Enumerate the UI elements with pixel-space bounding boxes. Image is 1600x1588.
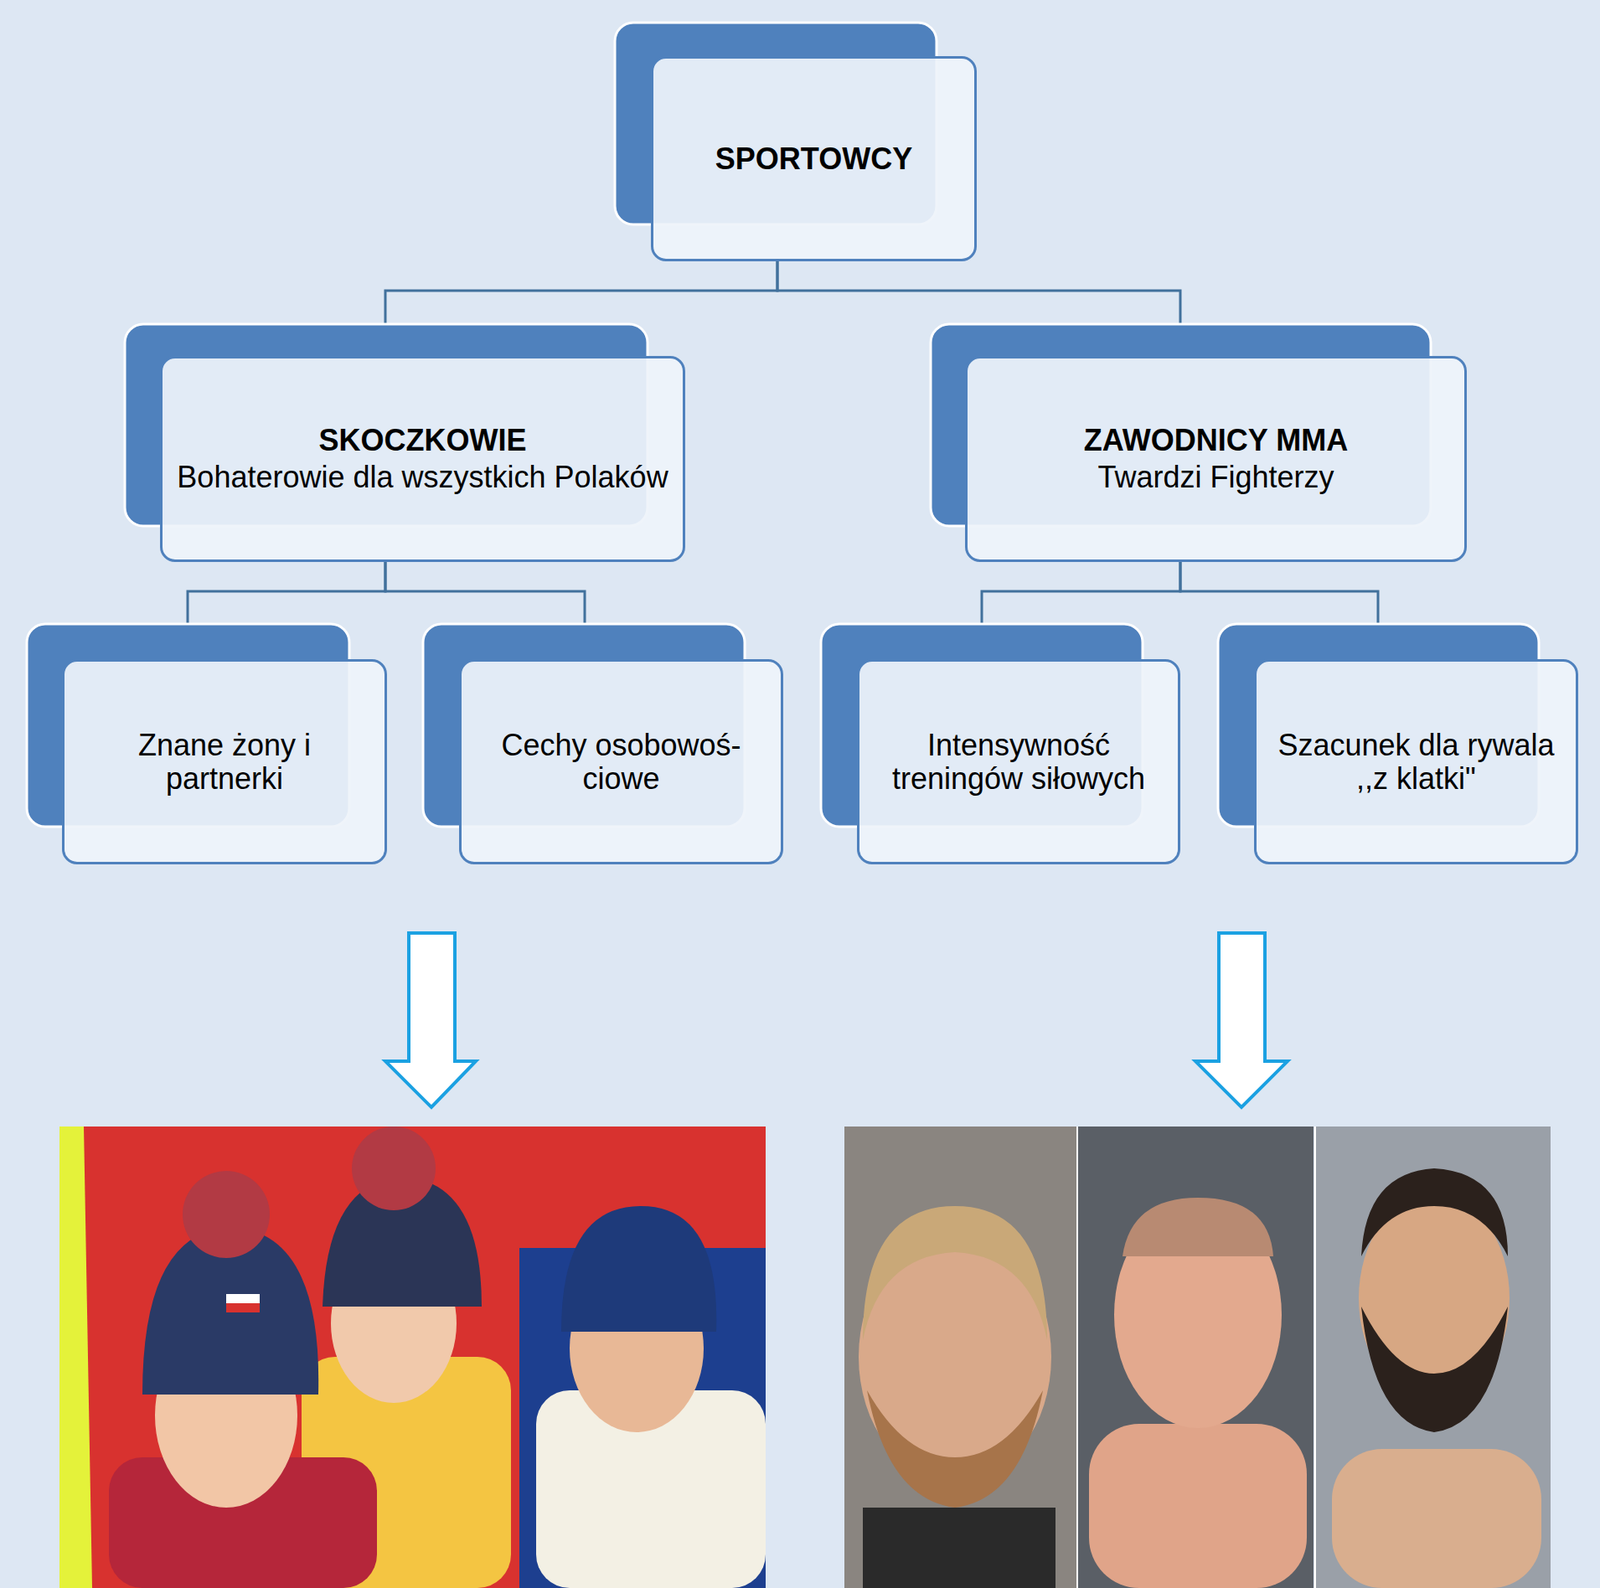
- org-box: SKOCZKOWIEBohaterowie dla wszystkich Pol…: [160, 356, 686, 563]
- org-box: Szacunek dla rywala ,,z klatki": [1254, 659, 1579, 865]
- box-text: Cechy osobowoś- ciowe: [474, 728, 768, 795]
- box-text: Bohaterowie dla wszystkich Polaków: [176, 460, 668, 495]
- box-text: Twardzi Fighterzy: [1097, 460, 1334, 495]
- box-heading: SPORTOWCY: [715, 142, 913, 176]
- org-box: SPORTOWCY: [650, 56, 977, 262]
- down-arrow: [385, 933, 476, 1108]
- box-heading: ZAWODNICY MMA: [1083, 423, 1348, 458]
- down-arrow: [1195, 933, 1288, 1108]
- mma-fighters-photo: [844, 1126, 1551, 1588]
- ski-jumpers-photo: [59, 1126, 766, 1588]
- box-text: Intensywność treningów siłowych: [872, 728, 1165, 795]
- org-box: Znane żony i partnerki: [61, 659, 388, 865]
- org-box: Cechy osobowoś- ciowe: [459, 659, 784, 865]
- box-text: Znane żony i partnerki: [77, 728, 372, 795]
- org-box: ZAWODNICY MMATwardzi Fighterzy: [965, 356, 1467, 563]
- box-text: Szacunek dla rywala ,,z klatki": [1269, 728, 1563, 795]
- org-box: Intensywność treningów siłowych: [856, 659, 1181, 865]
- box-heading: SKOCZKOWIE: [319, 423, 527, 458]
